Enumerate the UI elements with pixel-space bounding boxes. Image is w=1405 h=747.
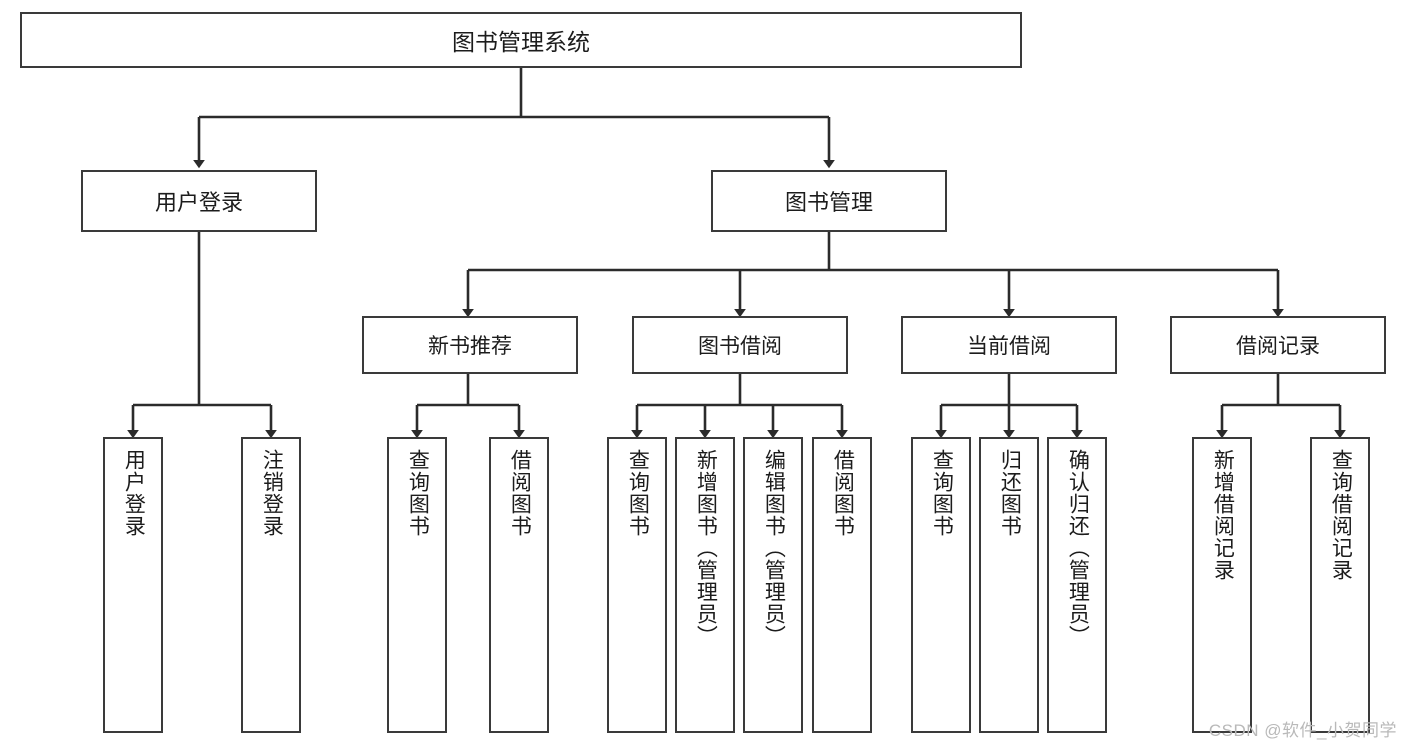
leaf-query-book-current[interactable]: 查询图书 bbox=[911, 437, 971, 733]
leaf-borrow-book-recommend[interactable]: 借阅图书 bbox=[489, 437, 549, 733]
node-label: 图书管理 bbox=[784, 190, 873, 215]
leaf-add-book-admin[interactable]: 新增图书（管理员） bbox=[675, 437, 735, 733]
node-label: 查询图书 bbox=[930, 449, 954, 537]
node-label: 新增图书（管理员） bbox=[694, 449, 718, 647]
node-label: 查询图书 bbox=[406, 449, 430, 537]
node-new-book-recommend[interactable]: 新书推荐 bbox=[362, 316, 578, 374]
node-label: 归还图书 bbox=[998, 449, 1022, 537]
leaf-edit-book-admin[interactable]: 编辑图书（管理员） bbox=[743, 437, 803, 733]
node-label: 用户登录 bbox=[154, 190, 243, 215]
leaf-borrow-book[interactable]: 借阅图书 bbox=[812, 437, 872, 733]
node-label: 查询图书 bbox=[626, 449, 650, 537]
node-label: 当前借阅 bbox=[967, 335, 1051, 358]
node-book-management[interactable]: 图书管理 bbox=[711, 170, 947, 232]
node-user-login[interactable]: 用户登录 bbox=[81, 170, 317, 232]
node-label: 新书推荐 bbox=[428, 335, 512, 358]
node-label: 图书管理系统 bbox=[452, 29, 590, 55]
leaf-confirm-return-admin[interactable]: 确认归还（管理员） bbox=[1047, 437, 1107, 733]
node-label: 查询借阅记录 bbox=[1329, 449, 1353, 581]
node-label: 新增借阅记录 bbox=[1211, 449, 1235, 581]
node-book-borrow[interactable]: 图书借阅 bbox=[632, 316, 848, 374]
node-label: 图书借阅 bbox=[698, 335, 782, 358]
node-label: 用户登录 bbox=[122, 449, 146, 537]
node-borrow-record[interactable]: 借阅记录 bbox=[1170, 316, 1386, 374]
node-label: 借阅图书 bbox=[831, 449, 855, 537]
leaf-logout[interactable]: 注销登录 bbox=[241, 437, 301, 733]
node-label: 借阅记录 bbox=[1236, 335, 1320, 358]
leaf-query-book-borrow[interactable]: 查询图书 bbox=[607, 437, 667, 733]
csdn-watermark: CSDN @软件_小贺同学 bbox=[1208, 721, 1397, 740]
leaf-query-borrow-record[interactable]: 查询借阅记录 bbox=[1310, 437, 1370, 733]
node-label: 借阅图书 bbox=[508, 449, 532, 537]
node-current-borrow[interactable]: 当前借阅 bbox=[901, 316, 1117, 374]
node-root-book-management-system[interactable]: 图书管理系统 bbox=[20, 12, 1022, 68]
node-label: 确认归还（管理员） bbox=[1066, 449, 1090, 647]
leaf-user-login[interactable]: 用户登录 bbox=[103, 437, 163, 733]
node-label: 注销登录 bbox=[260, 449, 284, 537]
leaf-return-book[interactable]: 归还图书 bbox=[979, 437, 1039, 733]
node-label: 编辑图书（管理员） bbox=[762, 449, 786, 647]
leaf-query-book-recommend[interactable]: 查询图书 bbox=[387, 437, 447, 733]
leaf-add-borrow-record[interactable]: 新增借阅记录 bbox=[1192, 437, 1252, 733]
